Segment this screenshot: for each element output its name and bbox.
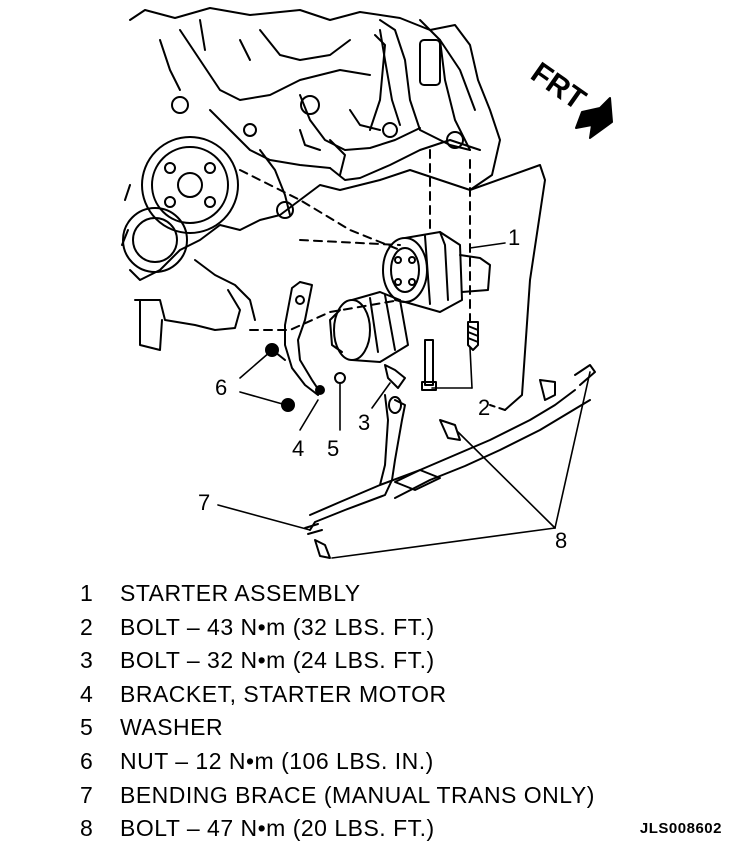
legend-number: 2 <box>80 613 94 640</box>
callout-8: 8 <box>555 528 567 553</box>
callout-7: 7 <box>198 490 210 515</box>
legend-item: 8 BOLT – 47 N•m (20 LBS. FT.) <box>80 815 720 849</box>
engine-mount-bracket <box>379 19 476 151</box>
crank-pulley <box>121 136 239 273</box>
legend-description: BENDING BRACE (MANUAL TRANS ONLY) <box>120 781 595 808</box>
legend-description: BOLT – 32 N•m (24 LBS. FT.) <box>120 647 435 674</box>
bending-brace <box>309 364 596 531</box>
legend-item: 2 BOLT – 43 N•m (32 LBS. FT.) <box>80 614 720 648</box>
legend-item: 1 STARTER ASSEMBLY <box>80 580 720 614</box>
washer <box>334 372 346 384</box>
alignment-lines <box>239 149 471 331</box>
legend-item: 7 BENDING BRACE (MANUAL TRANS ONLY) <box>80 782 720 816</box>
legend-description: WASHER <box>120 714 224 741</box>
starter-assembly <box>329 231 491 363</box>
callout-leaders <box>217 242 591 559</box>
callout-3: 3 <box>358 410 370 435</box>
legend-description: BOLT – 43 N•m (32 LBS. FT.) <box>120 613 435 640</box>
legend-item: 4 BRACKET, STARTER MOTOR <box>80 681 720 715</box>
legend-item: 3 BOLT – 32 N•m (24 LBS. FT.) <box>80 647 720 681</box>
legend-number: 4 <box>80 680 94 707</box>
bolt-47nm <box>304 419 461 559</box>
legend-item: 5 WASHER <box>80 714 720 748</box>
legend-description: NUT – 12 N•m (106 LBS. IN.) <box>120 747 434 774</box>
legend-description: BOLT – 47 N•m (20 LBS. FT.) <box>120 815 435 842</box>
front-label: FRT <box>525 56 592 116</box>
legend-number: 7 <box>80 781 94 808</box>
left-mount-bracket <box>134 259 256 351</box>
legend-number: 5 <box>80 714 94 741</box>
flywheel-cover-outline <box>469 164 546 411</box>
callout-5: 5 <box>327 436 339 461</box>
legend-description: BRACKET, STARTER MOTOR <box>120 680 447 707</box>
callout-2: 2 <box>478 395 490 420</box>
bolt-43nm <box>421 321 479 391</box>
front-direction-arrow <box>575 97 613 139</box>
legend-description: STARTER ASSEMBLY <box>120 580 361 606</box>
parts-legend: 1 STARTER ASSEMBLY 2 BOLT – 43 N•m (32 L… <box>80 580 720 849</box>
legend-number: 1 <box>80 580 94 606</box>
nut-lower <box>281 398 295 412</box>
starter-motor-bracket <box>274 281 321 396</box>
legend-number: 3 <box>80 647 94 674</box>
bolt-32nm <box>384 364 406 389</box>
callout-4: 4 <box>292 436 304 461</box>
legend-item: 6 NUT – 12 N•m (106 LBS. IN.) <box>80 748 720 782</box>
engine-block <box>129 7 501 281</box>
callout-6: 6 <box>215 375 227 400</box>
callout-1: 1 <box>508 225 520 250</box>
legend-number: 6 <box>80 747 94 774</box>
figure-code: JLS008602 <box>639 820 722 837</box>
legend-number: 8 <box>80 815 94 842</box>
starter-installation-diagram: 1 2 3 4 5 6 7 8 FRT <box>121 7 613 559</box>
